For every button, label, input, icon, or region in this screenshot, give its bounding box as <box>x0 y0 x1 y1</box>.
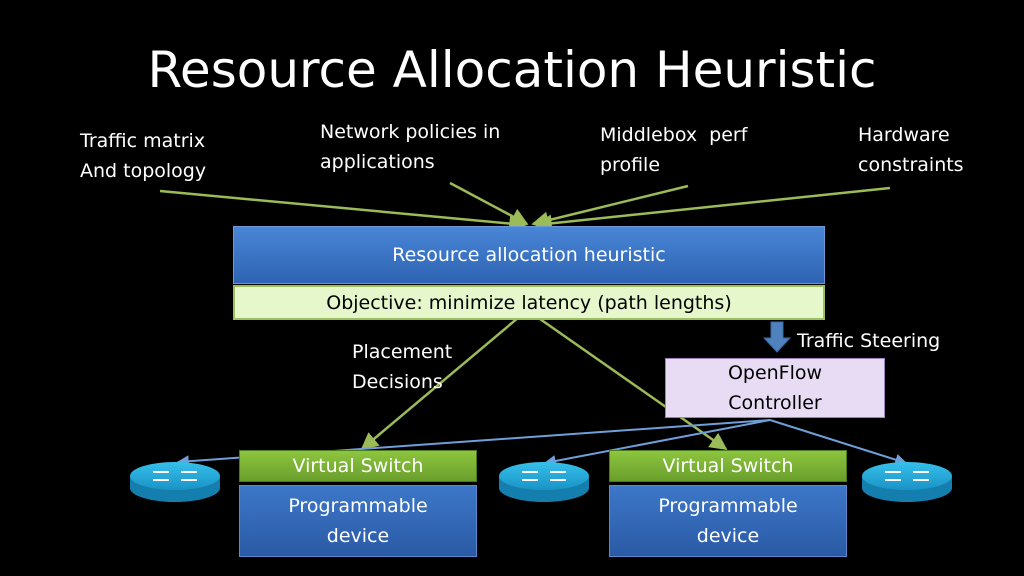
virtual-switch-right: Virtual Switch <box>609 450 847 482</box>
programmable-device-right: Programmable device <box>609 485 847 557</box>
control-line-router-middle <box>543 419 771 467</box>
virtual-switch-left: Virtual Switch <box>239 450 477 482</box>
input-traffic-matrix-line2: And topology <box>80 160 207 182</box>
arrow-network-policies <box>449 181 529 226</box>
router-icon <box>130 462 220 502</box>
programmable-device-left: Programmable device <box>239 485 477 557</box>
openflow-controller-box: OpenFlow Controller <box>665 358 885 418</box>
placement-decisions-label: Placement Decisions <box>352 337 452 397</box>
heuristic-box: Resource allocation heuristic <box>233 226 825 284</box>
traffic-steering-label: Traffic Steering <box>797 330 941 352</box>
input-middlebox-line2: profile <box>600 154 661 176</box>
arrow-middlebox <box>531 184 689 229</box>
openflow-line2: Controller <box>728 392 822 414</box>
traffic-steering-arrow <box>762 321 792 353</box>
input-network-policies-line1: Network policies in <box>320 121 501 143</box>
input-network-policies: Network policies in applications <box>320 117 500 177</box>
router-icon <box>862 462 952 502</box>
input-network-policies-line2: applications <box>320 151 435 173</box>
control-line-router-right <box>769 419 908 466</box>
slide-title: Resource Allocation Heuristic <box>147 41 877 99</box>
placement-line2: Decisions <box>352 371 443 393</box>
input-traffic-matrix: Traffic matrix And topology <box>80 126 206 186</box>
placement-line1: Placement <box>352 341 453 363</box>
input-hardware-line2: constraints <box>858 154 964 176</box>
input-middlebox-line1: Middlebox perf <box>600 124 748 146</box>
programmable-device-left-line2: device <box>326 525 390 547</box>
programmable-device-right-line1: Programmable <box>658 495 798 517</box>
programmable-device-right-line2: device <box>696 525 760 547</box>
input-traffic-matrix-line1: Traffic matrix <box>80 130 206 152</box>
programmable-device-left-line1: Programmable <box>288 495 428 517</box>
arrow-placement-left <box>360 311 526 451</box>
objective-box: Objective: minimize latency (path length… <box>233 285 825 320</box>
input-hardware: Hardware constraints <box>858 120 964 180</box>
arrow-traffic-matrix <box>159 189 527 233</box>
openflow-line1: OpenFlow <box>727 362 823 384</box>
arrow-hardware <box>534 186 891 233</box>
input-middlebox: Middlebox perf profile <box>600 120 747 180</box>
input-hardware-line1: Hardware <box>858 124 950 146</box>
router-icon <box>499 462 589 502</box>
